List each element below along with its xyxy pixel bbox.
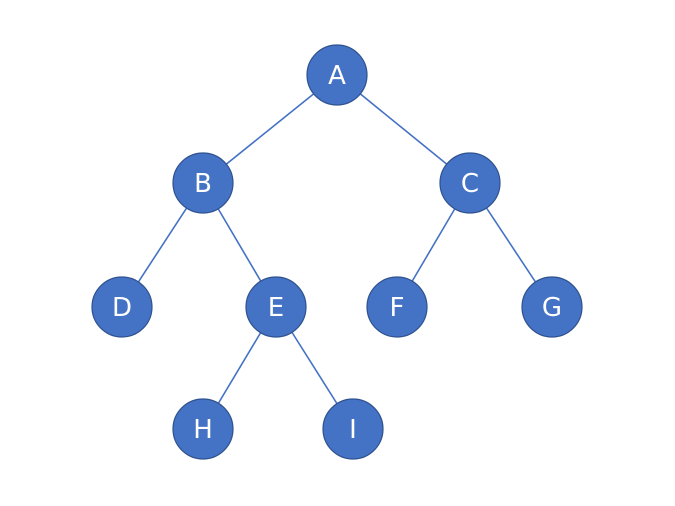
node-circle-F xyxy=(366,276,428,338)
node-circle-A xyxy=(306,44,368,106)
edge-A-B xyxy=(225,93,315,165)
node-label-B: B xyxy=(194,169,212,199)
edge-B-D xyxy=(137,207,188,283)
tree-node-E: E xyxy=(245,276,307,338)
tree-node-C: C xyxy=(439,152,501,214)
tree-node-D: D xyxy=(91,276,153,338)
edge-C-F xyxy=(411,208,456,282)
edge-E-H xyxy=(217,332,262,404)
tree-node-H: H xyxy=(172,398,234,460)
node-label-F: F xyxy=(390,293,405,323)
node-label-I: I xyxy=(349,415,357,445)
node-circle-E xyxy=(245,276,307,338)
tree-node-A: A xyxy=(306,44,368,106)
node-circle-B xyxy=(172,152,234,214)
nodes-layer: A B C D E F G H I xyxy=(91,44,583,460)
node-circle-D xyxy=(91,276,153,338)
edge-B-E xyxy=(217,208,262,282)
node-label-A: A xyxy=(328,61,346,91)
tree-node-I: I xyxy=(322,398,384,460)
node-label-H: H xyxy=(193,415,213,445)
node-label-E: E xyxy=(268,293,284,323)
tree-node-B: B xyxy=(172,152,234,214)
edge-E-I xyxy=(291,331,338,405)
node-circle-C xyxy=(439,152,501,214)
node-circle-G xyxy=(521,276,583,338)
edge-A-C xyxy=(359,93,448,165)
edges-layer xyxy=(137,93,537,405)
node-label-C: C xyxy=(461,169,479,199)
tree-node-G: G xyxy=(521,276,583,338)
node-label-G: G xyxy=(542,293,562,323)
node-circle-H xyxy=(172,398,234,460)
node-label-D: D xyxy=(112,293,132,323)
tree-node-F: F xyxy=(366,276,428,338)
edge-C-G xyxy=(485,207,537,283)
node-circle-I xyxy=(322,398,384,460)
